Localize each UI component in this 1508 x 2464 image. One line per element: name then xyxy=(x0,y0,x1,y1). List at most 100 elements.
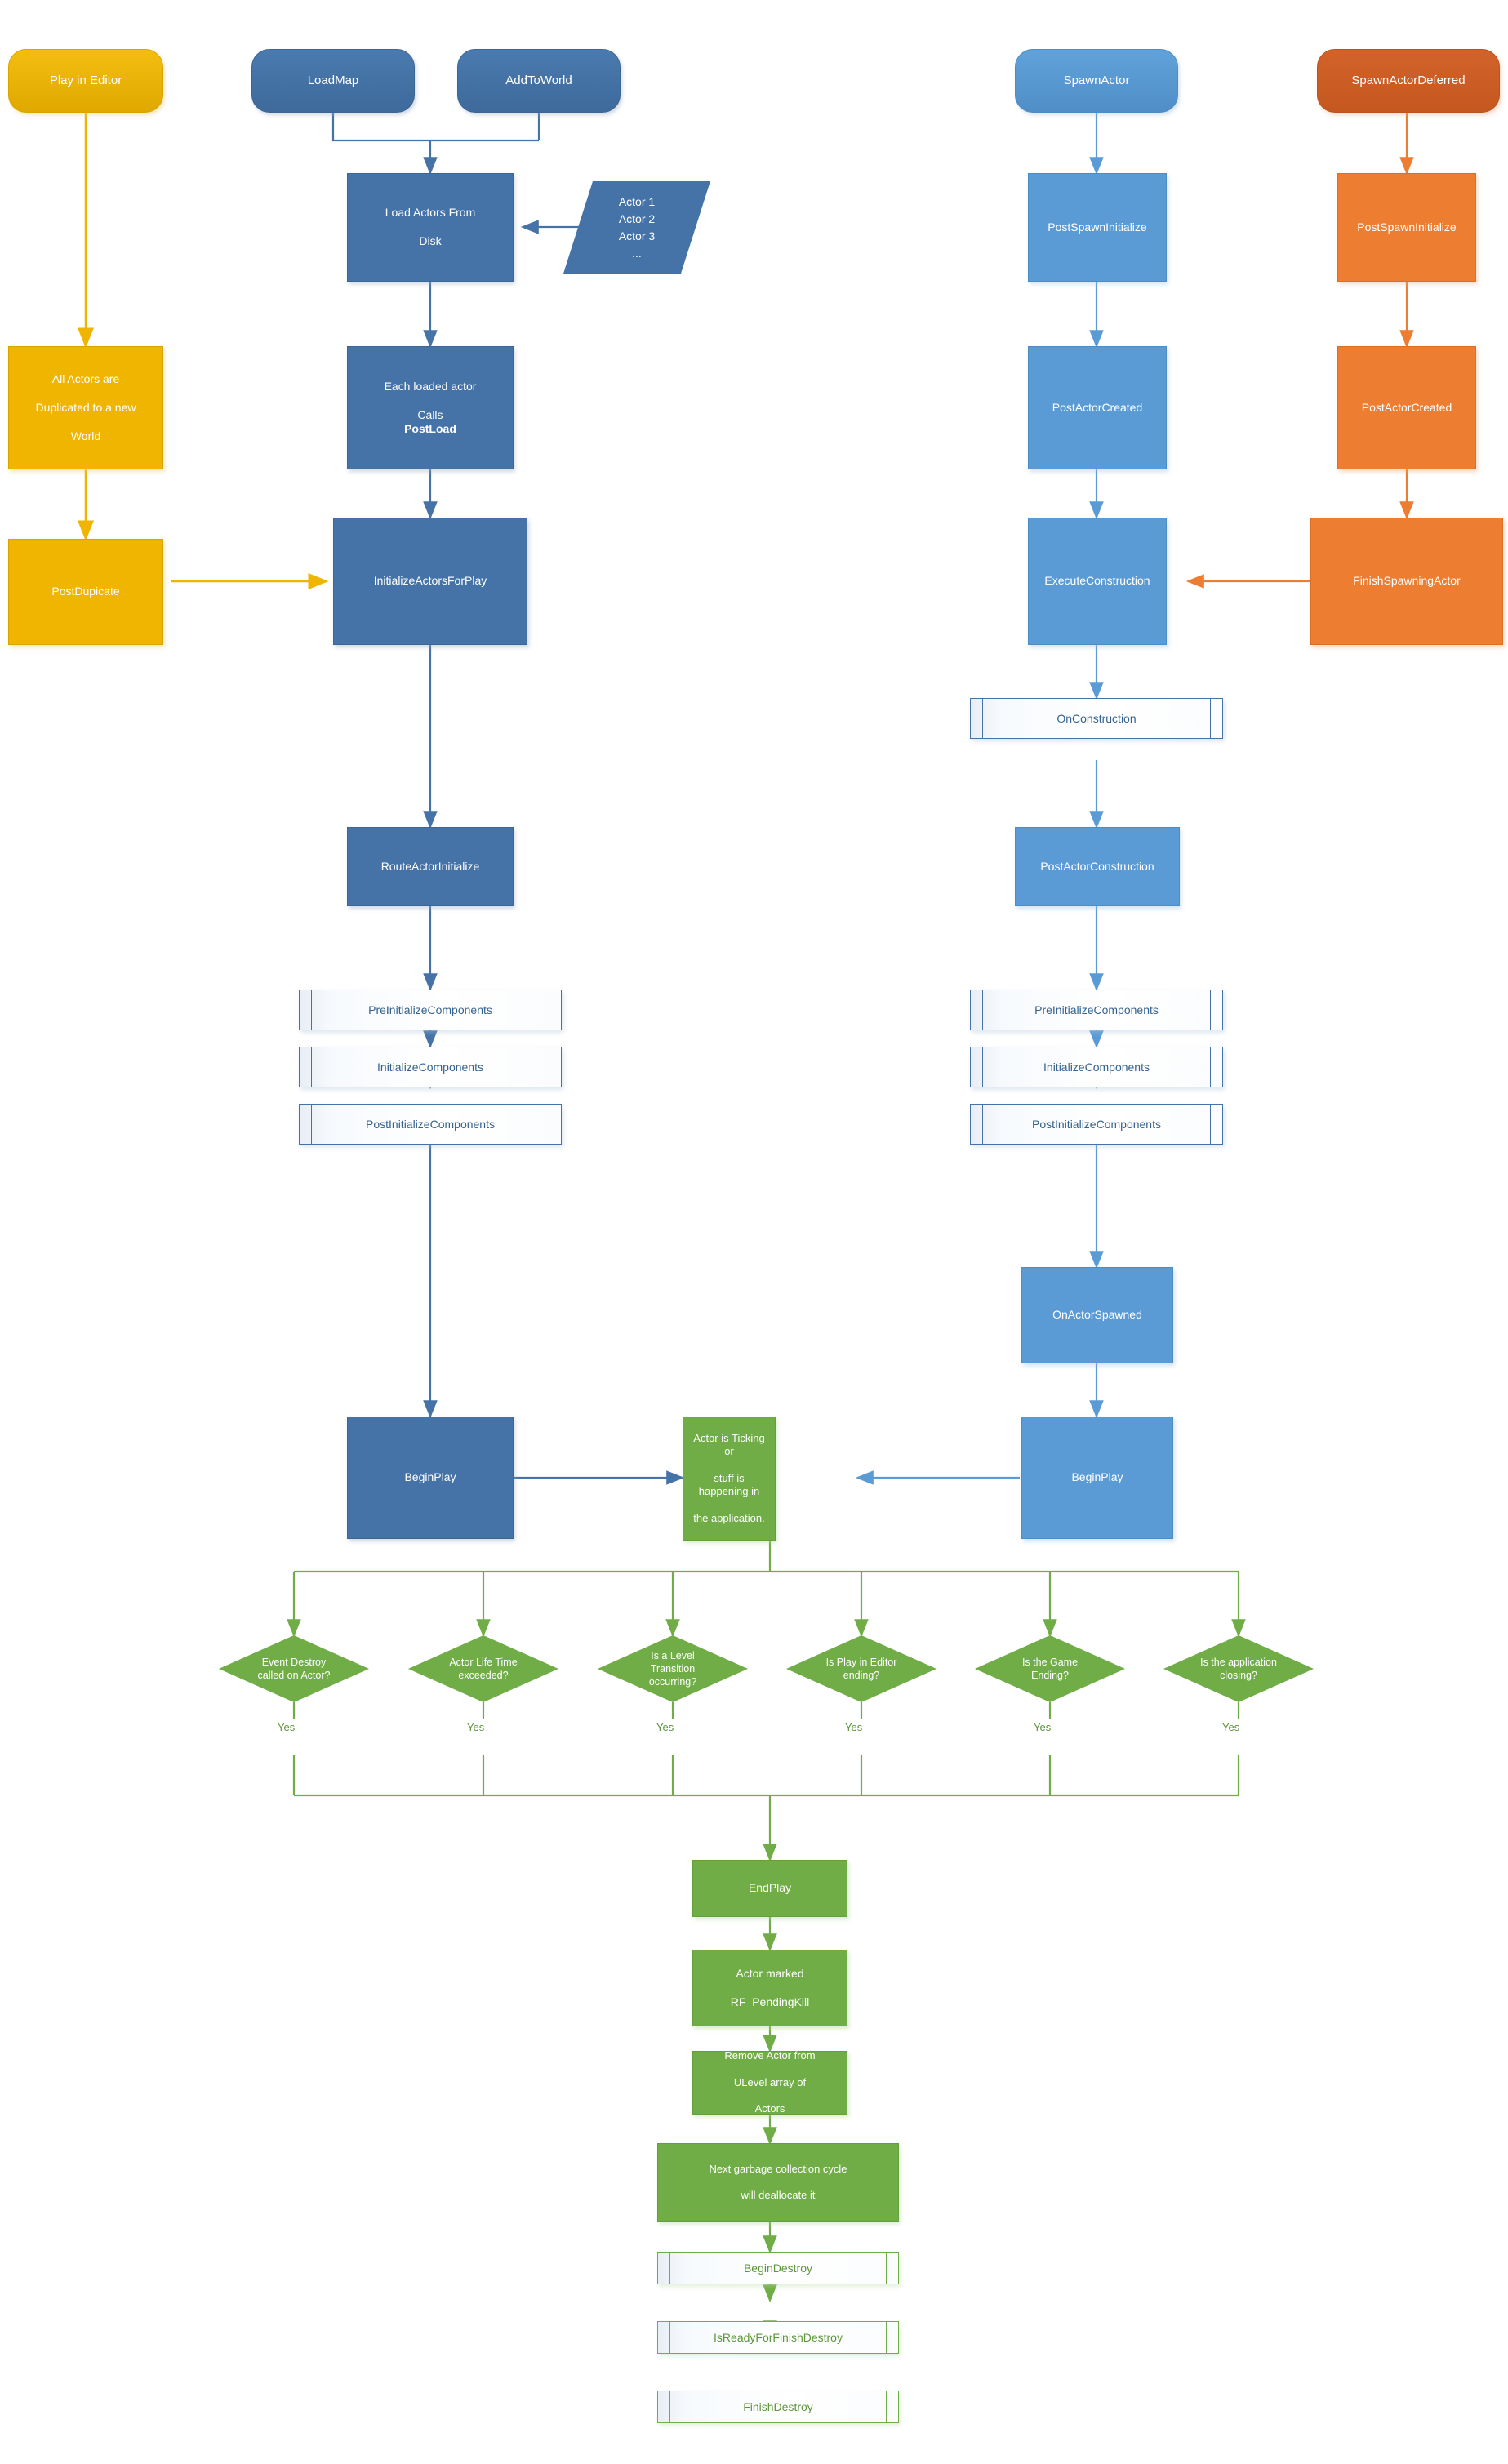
left-bar-icon xyxy=(669,2322,670,2353)
predefined-label: PostInitializeComponents xyxy=(366,1118,495,1131)
process-label: FinishSpawningActor xyxy=(1353,574,1461,588)
predefined-initializecomponents-right[interactable]: InitializeComponents xyxy=(970,1047,1223,1087)
process-execute-construction[interactable]: ExecuteConstruction xyxy=(1028,518,1167,645)
process-actor-ticking[interactable]: Actor is Ticking or stuff is happening i… xyxy=(683,1417,776,1541)
left-bar-icon xyxy=(311,1105,312,1144)
actor-list-text: Actor 1 Actor 2 Actor 3 ... xyxy=(563,181,710,274)
left-bar-icon xyxy=(669,2391,670,2422)
terminator-label: AddToWorld xyxy=(505,73,572,87)
left-bar-icon xyxy=(982,699,983,738)
predefined-label: InitializeComponents xyxy=(377,1061,483,1074)
terminator-spawn-actor[interactable]: SpawnActor xyxy=(1015,49,1178,113)
process-label: PostSpawnInitialize xyxy=(1048,220,1147,234)
predefined-on-construction[interactable]: OnConstruction xyxy=(970,698,1223,739)
process-finish-spawning-actor[interactable]: FinishSpawningActor xyxy=(1310,518,1503,645)
predefined-label: PreInitializeComponents xyxy=(1034,1003,1159,1016)
process-on-actor-spawned[interactable]: OnActorSpawned xyxy=(1021,1267,1173,1363)
process-label: PostDupicate xyxy=(51,585,120,598)
right-bar-icon xyxy=(886,2391,887,2422)
process-post-spawn-initialize-blue[interactable]: PostSpawnInitialize xyxy=(1028,173,1167,282)
process-begin-play-left[interactable]: BeginPlay xyxy=(347,1417,514,1539)
process-post-duplicate[interactable]: PostDupicate xyxy=(8,539,163,645)
process-post-actor-construction[interactable]: PostActorConstruction xyxy=(1015,827,1180,906)
process-label: PostActorCreated xyxy=(1361,400,1452,414)
process-load-actors-from-disk[interactable]: Load Actors From Disk xyxy=(347,173,514,282)
left-bar-icon xyxy=(669,2253,670,2284)
process-label: Each loaded actor Calls PostLoad xyxy=(375,380,487,437)
process-label: All Actors are Duplicated to a new World xyxy=(35,371,136,443)
actor-line: Actor 3 xyxy=(618,229,656,242)
terminator-add-to-world[interactable]: AddToWorld xyxy=(457,49,621,113)
predefined-postinitializecomponents-right[interactable]: PostInitializeComponents xyxy=(970,1104,1223,1145)
process-label: PostActorConstruction xyxy=(1040,859,1154,873)
predefined-label: FinishDestroy xyxy=(743,2400,813,2413)
edge-label-yes-5: Yes xyxy=(1034,1721,1052,1733)
edge-label-yes-2: Yes xyxy=(467,1721,485,1733)
left-bar-icon xyxy=(982,990,983,1030)
predefined-label: PostInitializeComponents xyxy=(1032,1118,1161,1131)
predefined-preinitializecomponents-left[interactable]: PreInitializeComponents xyxy=(299,990,562,1030)
process-post-actor-created-blue[interactable]: PostActorCreated xyxy=(1028,346,1167,469)
process-end-play[interactable]: EndPlay xyxy=(692,1860,847,1917)
terminator-label: LoadMap xyxy=(307,73,359,87)
terminator-label: SpawnActor xyxy=(1063,73,1130,87)
terminator-label: Play in Editor xyxy=(49,73,122,87)
process-route-actor-initialize[interactable]: RouteActorInitialize xyxy=(347,827,514,906)
process-label: PostSpawnInitialize xyxy=(1357,220,1457,234)
process-all-actors-duplicated[interactable]: All Actors are Duplicated to a new World xyxy=(8,346,163,469)
left-bar-icon xyxy=(982,1047,983,1087)
right-bar-icon xyxy=(1210,990,1211,1030)
process-initialize-actors-for-play[interactable]: InitializeActorsForPlay xyxy=(333,518,527,645)
actor-line: Actor 2 xyxy=(618,211,656,225)
process-label: Load Actors From Disk xyxy=(385,206,476,248)
right-bar-icon xyxy=(886,2322,887,2353)
edge-label-yes-3: Yes xyxy=(656,1721,674,1733)
right-bar-icon xyxy=(1210,1105,1211,1144)
process-each-loaded-actor-postload[interactable]: Each loaded actor Calls PostLoad xyxy=(347,346,514,469)
right-bar-icon xyxy=(1210,1047,1211,1087)
left-bar-icon xyxy=(982,1105,983,1144)
terminator-play-in-editor[interactable]: Play in Editor xyxy=(8,49,163,113)
predefined-label: IsReadyForFinishDestroy xyxy=(714,2331,843,2344)
actor-line: Actor 1 xyxy=(618,194,656,208)
right-bar-icon xyxy=(1210,699,1211,738)
terminator-load-map[interactable]: LoadMap xyxy=(251,49,415,113)
predefined-initializecomponents-left[interactable]: InitializeComponents xyxy=(299,1047,562,1087)
edge-label-yes-4: Yes xyxy=(845,1721,863,1733)
terminator-spawn-actor-deferred[interactable]: SpawnActorDeferred xyxy=(1317,49,1500,113)
process-label: RouteActorInitialize xyxy=(380,859,480,873)
predefined-label: BeginDestroy xyxy=(743,2262,813,2275)
process-label: BeginPlay xyxy=(1071,1470,1123,1484)
process-label: Actor is Ticking or stuff is happening i… xyxy=(693,1432,765,1524)
process-post-actor-created-orange[interactable]: PostActorCreated xyxy=(1337,346,1476,469)
predefined-begin-destroy[interactable]: BeginDestroy xyxy=(657,2252,899,2284)
predefined-preinitializecomponents-right[interactable]: PreInitializeComponents xyxy=(970,990,1223,1030)
predefined-is-ready-for-finish-destroy[interactable]: IsReadyForFinishDestroy xyxy=(657,2321,899,2354)
predefined-finish-destroy[interactable]: FinishDestroy xyxy=(657,2391,899,2423)
predefined-label: OnConstruction xyxy=(1056,712,1137,725)
left-bar-icon xyxy=(311,990,312,1030)
process-post-spawn-initialize-orange[interactable]: PostSpawnInitialize xyxy=(1337,173,1476,282)
data-shape-actor-list[interactable]: Actor 1 Actor 2 Actor 3 ... xyxy=(563,181,710,274)
predefined-label: PreInitializeComponents xyxy=(368,1003,492,1016)
process-begin-play-right[interactable]: BeginPlay xyxy=(1021,1417,1173,1539)
predefined-postinitializecomponents-left[interactable]: PostInitializeComponents xyxy=(299,1104,562,1145)
edge-label-yes-1: Yes xyxy=(278,1721,296,1733)
